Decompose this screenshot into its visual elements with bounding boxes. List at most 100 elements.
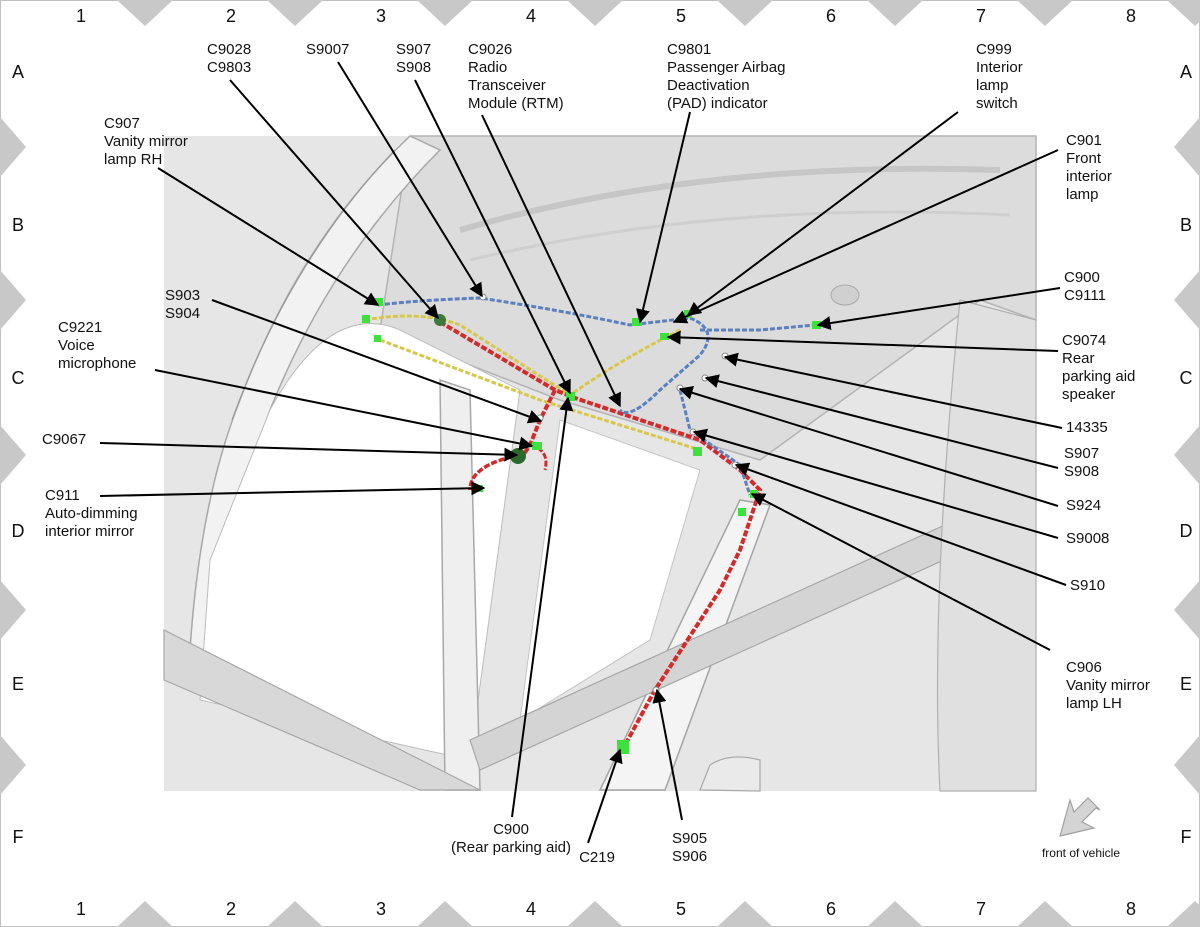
connector-marker [374, 335, 381, 342]
connector-marker [660, 333, 669, 340]
grid-column-label: 8 [1126, 6, 1136, 26]
border-marker [0, 270, 26, 330]
callout-text-line: S908 [396, 59, 431, 76]
callout-text-line: C906 [1066, 659, 1102, 676]
border-marker [1174, 425, 1200, 485]
orientation-indicator: front of vehicle [1042, 797, 1120, 860]
grid-row-label: E [1180, 674, 1192, 694]
leader-c999 [686, 111, 959, 316]
border-marker [1174, 580, 1200, 640]
border-marker [1167, 0, 1200, 26]
border-marker [1174, 735, 1200, 795]
grid-row-label: A [12, 62, 24, 82]
leader-s905 [652, 688, 683, 821]
grid-column-label: 5 [676, 6, 686, 26]
side-mirror-housing [699, 756, 761, 792]
leader-c9028 [229, 79, 439, 320]
leader-c9067 [99, 442, 519, 462]
grid-row-label: A [1180, 62, 1192, 82]
grid-row-label: C [1180, 368, 1193, 388]
callout-text-line: S907 [396, 41, 431, 58]
callout-text-line: Radio [468, 59, 507, 76]
connector-marker [738, 508, 746, 516]
callout-text-line: S9007 [306, 41, 349, 58]
grid-column-label: 2 [226, 899, 236, 919]
callout-text-line: Vanity mirror [104, 133, 188, 150]
leader-s907-top [414, 79, 571, 395]
border-marker [0, 425, 26, 485]
roof-dome [830, 284, 860, 306]
callout-text-line: C9221 [58, 319, 102, 336]
callout-text-line: interior [1066, 168, 1112, 185]
border-marker [717, 901, 773, 927]
callout-text-line: lamp LH [1066, 695, 1122, 712]
border-marker [0, 117, 26, 177]
callout-text-line: Front [1066, 150, 1102, 167]
border-marker [1174, 117, 1200, 177]
leader-c900-bottom [511, 396, 574, 818]
callout-text-line: (PAD) indicator [667, 95, 768, 112]
callout-text-line: Interior [976, 59, 1023, 76]
callout-text-line: S904 [165, 305, 200, 322]
grid-row-label: E [12, 674, 24, 694]
callout-text-line: (Rear parking aid) [451, 839, 571, 856]
border-marker [417, 901, 473, 927]
callout-text-line: C900 [493, 821, 529, 838]
leader-s9008 [692, 428, 1059, 539]
leader-s907-right [704, 374, 1059, 469]
leader-c901 [672, 149, 1059, 324]
callout-text-line: C9111 [1064, 287, 1106, 304]
callout-text-line: S924 [1066, 497, 1101, 514]
connector-marker [812, 321, 821, 329]
callout-s910: S910 [1070, 577, 1105, 594]
callout-text-line: Deactivation [667, 77, 750, 94]
border-marker [567, 0, 623, 26]
callout-text-line: S910 [1070, 577, 1105, 594]
vehicle-body-illustration [163, 135, 1037, 792]
leader-s903 [211, 299, 543, 424]
callout-text-line: C9026 [468, 41, 512, 58]
connector-marker [693, 447, 702, 456]
callout-text-line: C911 [45, 487, 80, 504]
leader-c9801 [636, 111, 691, 324]
harness-blue-branch [678, 389, 752, 496]
grid-column-label: 1 [76, 899, 86, 919]
roof-rib [469, 210, 1011, 262]
callout-text-line: S908 [1064, 463, 1099, 480]
leader-c9026 [481, 114, 621, 408]
border-marker [717, 0, 773, 26]
orientation-label: front of vehicle [1042, 846, 1120, 860]
callout-14335: 14335 [1066, 419, 1108, 436]
leader-c907 [157, 167, 380, 306]
callout-text-line: lamp [976, 77, 1009, 94]
border-marker [867, 901, 923, 927]
grid-column-label: 3 [376, 899, 386, 919]
grid-column-label: 6 [826, 899, 836, 919]
leader-s924 [678, 386, 1059, 507]
callout-text-line: C999 [976, 41, 1012, 58]
leader-c906 [750, 493, 1051, 651]
callout-text-line: C219 [579, 849, 615, 866]
grid-column-label: 7 [976, 6, 986, 26]
callout-text-line: C907 [104, 115, 140, 132]
border-marker [417, 0, 473, 26]
grid-row-label: B [1180, 215, 1192, 235]
border-marker [117, 0, 173, 26]
grid-column-label: 5 [676, 899, 686, 919]
grid-row-label: F [13, 827, 24, 847]
callout-text-line: S906 [672, 848, 707, 865]
border-marker [267, 901, 323, 927]
callout-text-line: Passenger Airbag [667, 59, 785, 76]
callout-text-line: 14335 [1066, 419, 1108, 436]
leader-14335 [723, 352, 1063, 429]
leader-c900-right [816, 287, 1061, 331]
callout-text-line: Vanity mirror [1066, 677, 1150, 694]
harness-blue-branch [377, 296, 710, 414]
